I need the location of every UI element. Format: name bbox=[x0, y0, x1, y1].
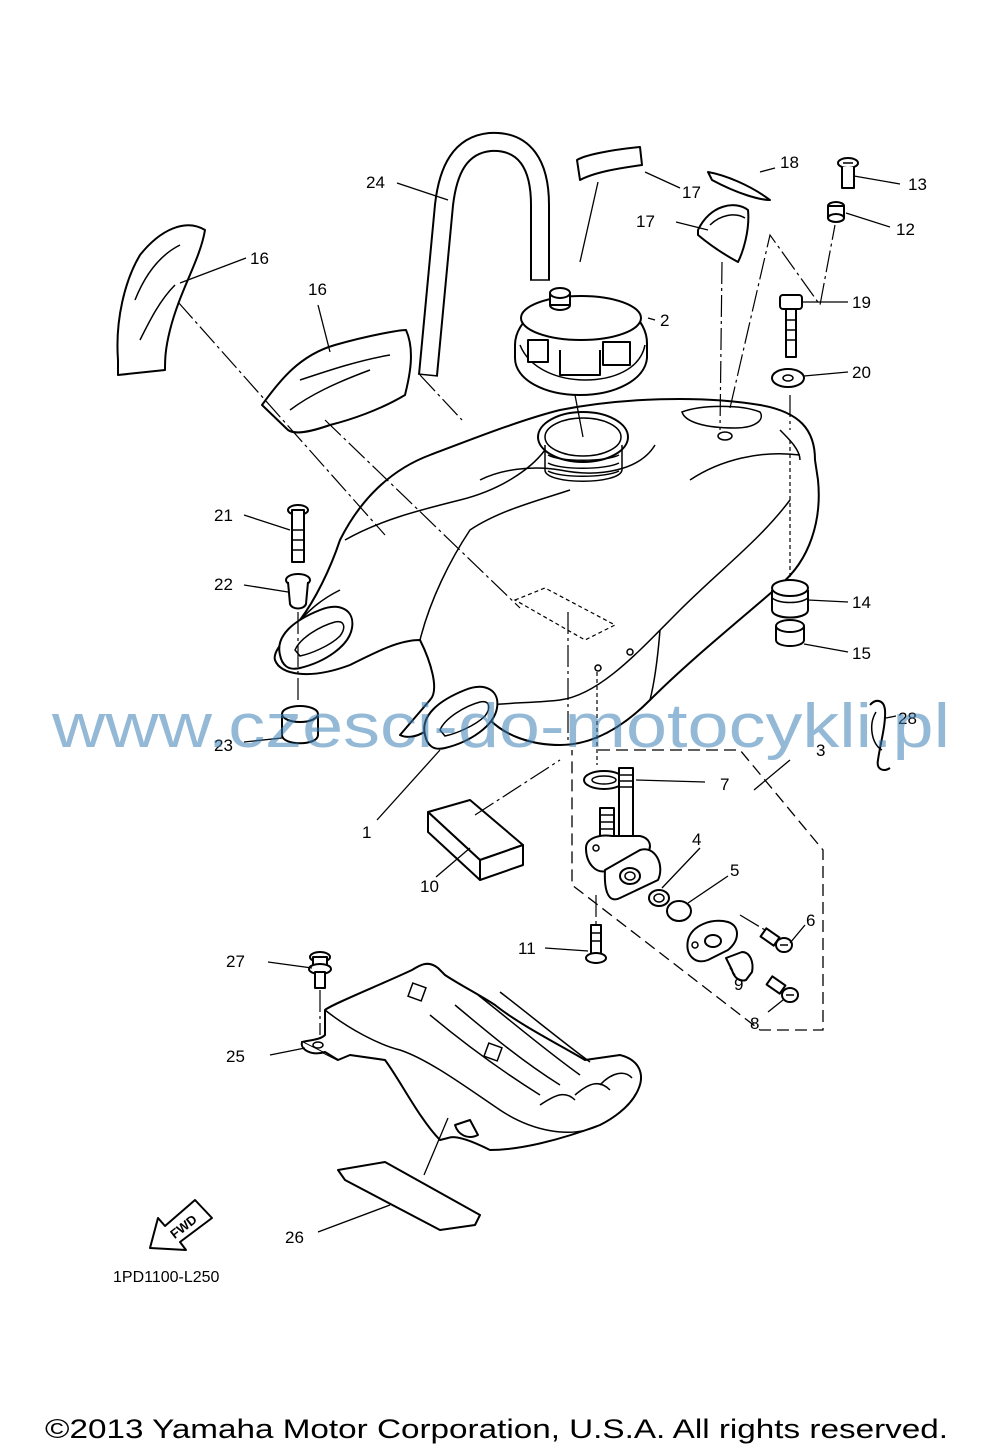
grommet-22 bbox=[281, 705, 319, 745]
breather-hose bbox=[417, 131, 550, 377]
watermark: www.czesci-do-motocykli.pl bbox=[51, 692, 950, 761]
callout-12: 12 bbox=[896, 220, 915, 239]
screw-8 bbox=[765, 975, 799, 1003]
pad-center bbox=[261, 329, 412, 434]
callout-8: 8 bbox=[750, 1014, 759, 1033]
callout-17a: 17 bbox=[682, 183, 701, 202]
pad-small-top bbox=[576, 146, 643, 181]
callout-27: 27 bbox=[226, 952, 245, 971]
callout-21: 21 bbox=[214, 506, 233, 525]
seal-4 bbox=[648, 889, 670, 907]
callout-24: 24 bbox=[366, 173, 385, 192]
callout-22-label: 22 bbox=[214, 575, 233, 594]
fuel-cap bbox=[514, 287, 649, 396]
screw-13 bbox=[837, 157, 859, 189]
fuel-cock-body bbox=[585, 767, 662, 901]
lever-9 bbox=[725, 951, 754, 982]
bolt-27 bbox=[308, 951, 332, 989]
washer-20 bbox=[771, 368, 805, 388]
callout-10: 10 bbox=[420, 877, 439, 896]
fuel-tank bbox=[273, 397, 820, 750]
callout-25: 25 bbox=[226, 1047, 245, 1066]
callout-16b: 16 bbox=[308, 280, 327, 299]
grommet-14 bbox=[771, 579, 809, 619]
forward-arrow-icon: FWD bbox=[149, 1199, 213, 1251]
callout-1: 1 bbox=[362, 823, 371, 842]
callout-15: 15 bbox=[852, 644, 871, 663]
heat-shield-25 bbox=[300, 962, 642, 1151]
copyright: ©2013 Yamaha Motor Corporation, U.S.A. A… bbox=[45, 1414, 948, 1444]
figure-code: 1PD1100-L250 bbox=[113, 1269, 220, 1286]
collar-23 bbox=[285, 573, 311, 610]
bolt-21 bbox=[287, 504, 309, 563]
collar-12 bbox=[827, 201, 845, 223]
strip bbox=[707, 171, 771, 201]
collar-15 bbox=[775, 619, 805, 647]
callout-28: 28 bbox=[898, 709, 917, 728]
callout-11: 11 bbox=[518, 939, 536, 958]
callout-4: 4 bbox=[692, 830, 701, 849]
callout-20: 20 bbox=[852, 363, 871, 382]
callout-16a: 16 bbox=[250, 249, 269, 268]
hose-clip-28 bbox=[869, 699, 891, 771]
callout-6: 6 bbox=[806, 911, 815, 930]
callout-18: 18 bbox=[780, 153, 799, 172]
callout-5: 5 bbox=[730, 861, 739, 880]
fuel-cock-assembly-outline bbox=[571, 749, 824, 1031]
lever-plate bbox=[686, 920, 738, 963]
callout-14: 14 bbox=[852, 593, 871, 612]
o-ring-5 bbox=[666, 900, 692, 922]
callout-26: 26 bbox=[285, 1228, 304, 1247]
callout-7: 7 bbox=[720, 775, 729, 794]
callout-numbers: 1 2 3 4 5 6 7 8 9 10 11 12 13 14 15 16 1… bbox=[214, 153, 927, 1247]
callout-22: 23 bbox=[214, 736, 233, 755]
callout-9: 9 bbox=[734, 975, 743, 994]
heat-pad-26 bbox=[337, 1161, 481, 1231]
center-lines bbox=[177, 224, 836, 1035]
callout-2: 2 bbox=[660, 311, 669, 330]
callout-3: 3 bbox=[816, 741, 825, 760]
pad-left bbox=[116, 224, 206, 376]
damper-10 bbox=[427, 799, 524, 881]
callout-17b: 17 bbox=[636, 212, 655, 231]
leader-lines bbox=[179, 167, 901, 1233]
screw-11 bbox=[585, 924, 607, 964]
callout-19: 19 bbox=[852, 293, 871, 312]
screw-6 bbox=[759, 927, 793, 953]
bolt-19 bbox=[779, 294, 803, 358]
pad-curved bbox=[697, 204, 750, 263]
callout-13: 13 bbox=[908, 175, 927, 194]
